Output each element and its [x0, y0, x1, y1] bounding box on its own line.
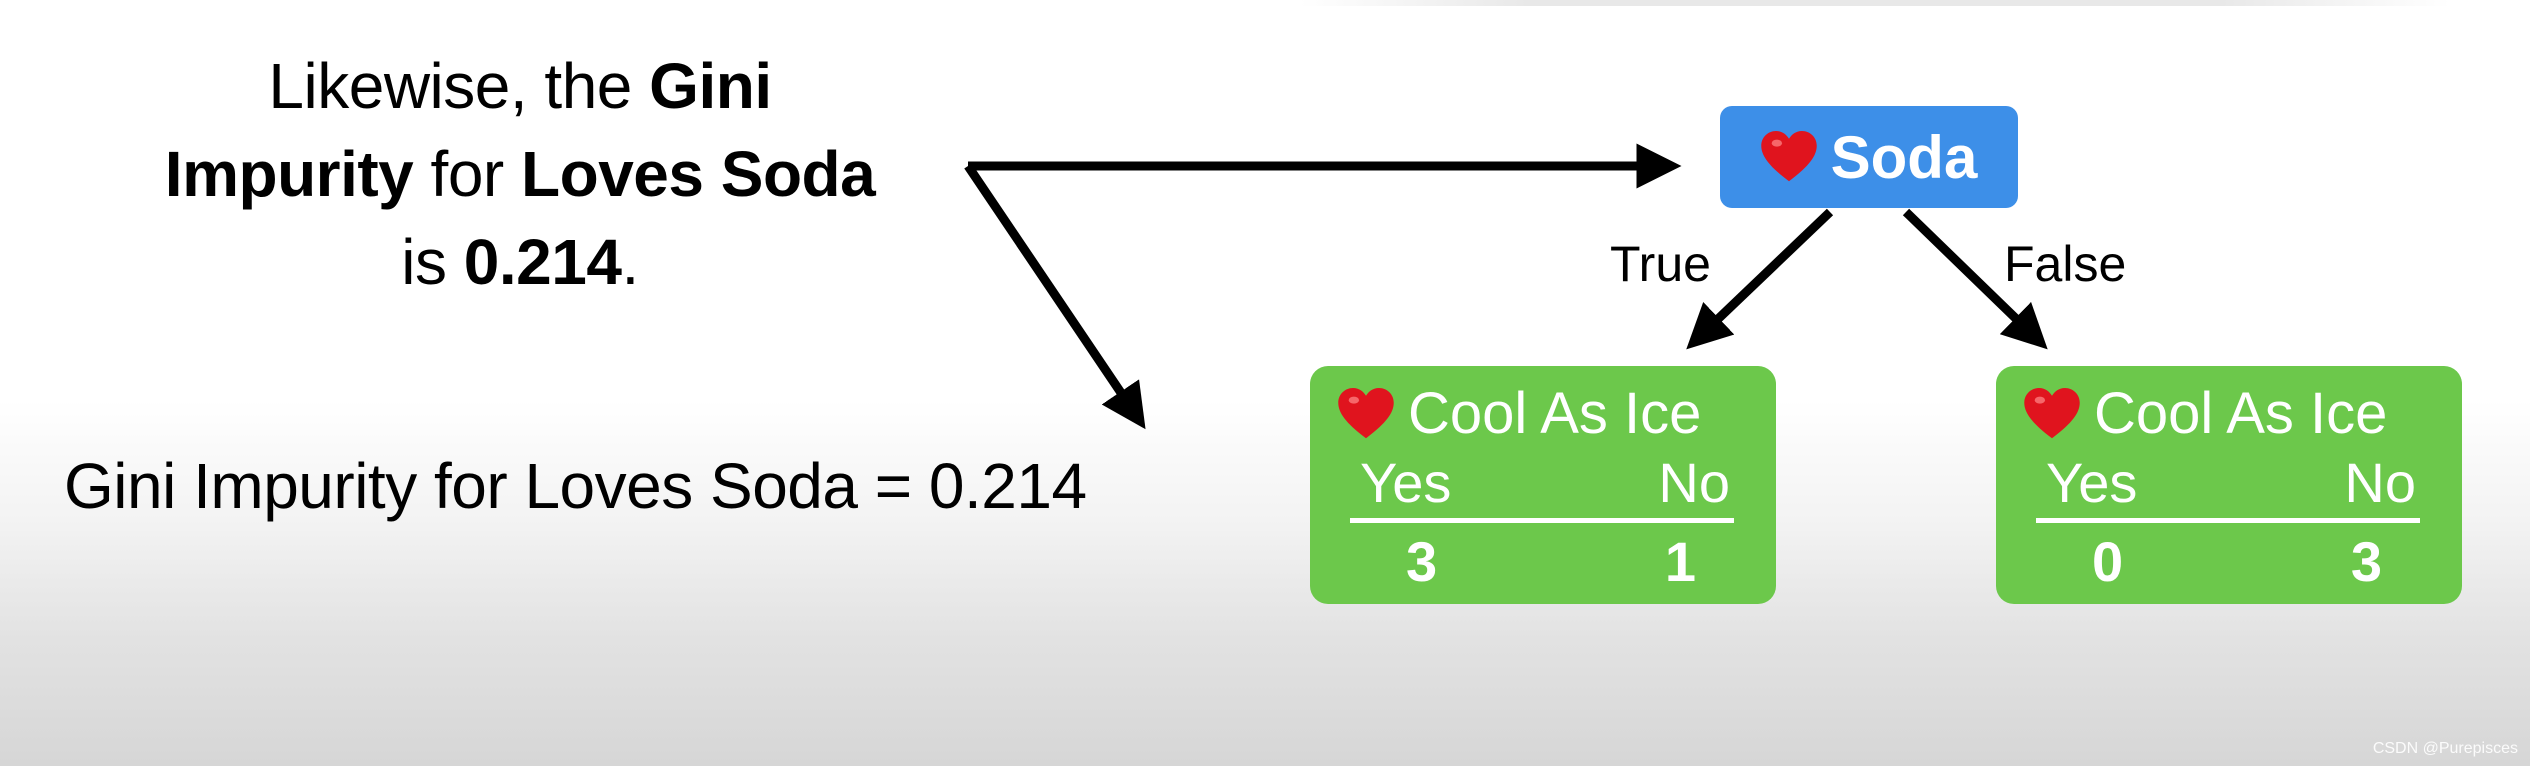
- soda-root-label: Soda: [1830, 123, 1978, 191]
- leaf-node-false: Cool As Ice Yes No 0 3: [1996, 366, 2462, 604]
- leaf-no-count: 1: [1664, 530, 1696, 593]
- heart-icon: [1760, 131, 1817, 182]
- explanation-line-2-mid: for: [413, 138, 521, 210]
- leaf-divider: [2036, 518, 2420, 523]
- explanation-line-3: is 0.214.: [40, 218, 1000, 306]
- explanation-impurity-bold: Impurity: [164, 138, 414, 210]
- leaf-yes-count: 3: [1406, 530, 1438, 593]
- explanation-gini-bold: Gini: [649, 50, 772, 122]
- explanation-loves-soda-bold: Loves Soda: [521, 138, 876, 210]
- watermark-text: CSDN @Purepisces: [2372, 740, 2518, 757]
- leaf-yes-label: Yes: [2046, 451, 2138, 514]
- explanation-line-1-prefix: Likewise, the: [268, 50, 650, 122]
- explanation-line-2: Impurity for Loves Soda: [40, 130, 1000, 218]
- false-edge-label: False: [2004, 236, 2127, 292]
- true-edge-label: True: [1610, 236, 1711, 292]
- leaf-title: Cool As Ice: [2094, 381, 2388, 446]
- explanation-line-1: Likewise, the Gini: [40, 42, 1000, 130]
- gini-formula: Gini Impurity for Loves Soda = 0.214: [64, 450, 1087, 522]
- heart-icon: [2024, 388, 2080, 439]
- explanation-line-3-prefix: is: [401, 226, 464, 298]
- leaf-divider: [1350, 518, 1734, 523]
- leaf-yes-count: 0: [2092, 530, 2124, 593]
- soda-root-node: Soda: [1720, 106, 2018, 208]
- leaf-no-count: 3: [2350, 530, 2382, 593]
- leaf-node-true: Cool As Ice Yes No 3 1: [1310, 366, 1776, 604]
- leaf-yes-label: Yes: [1360, 451, 1452, 514]
- arrow-to-formula: [964, 163, 1146, 430]
- leaf-title: Cool As Ice: [1408, 381, 1702, 446]
- heart-icon: [1338, 388, 1394, 439]
- explanation-period: .: [621, 226, 639, 298]
- leaf-title-row: Cool As Ice: [2024, 374, 2387, 454]
- leaf-title-row: Cool As Ice: [1338, 374, 1701, 454]
- explanation-text: Likewise, the Gini Impurity for Loves So…: [40, 42, 1000, 306]
- true-branch-arrow: [1686, 208, 1834, 350]
- top-fade-bar: [1300, 0, 2450, 6]
- explanation-value-bold: 0.214: [463, 226, 622, 298]
- leaf-no-label: No: [2344, 451, 2416, 514]
- false-branch-arrow: [1902, 208, 2048, 350]
- leaf-no-label: No: [1658, 451, 1730, 514]
